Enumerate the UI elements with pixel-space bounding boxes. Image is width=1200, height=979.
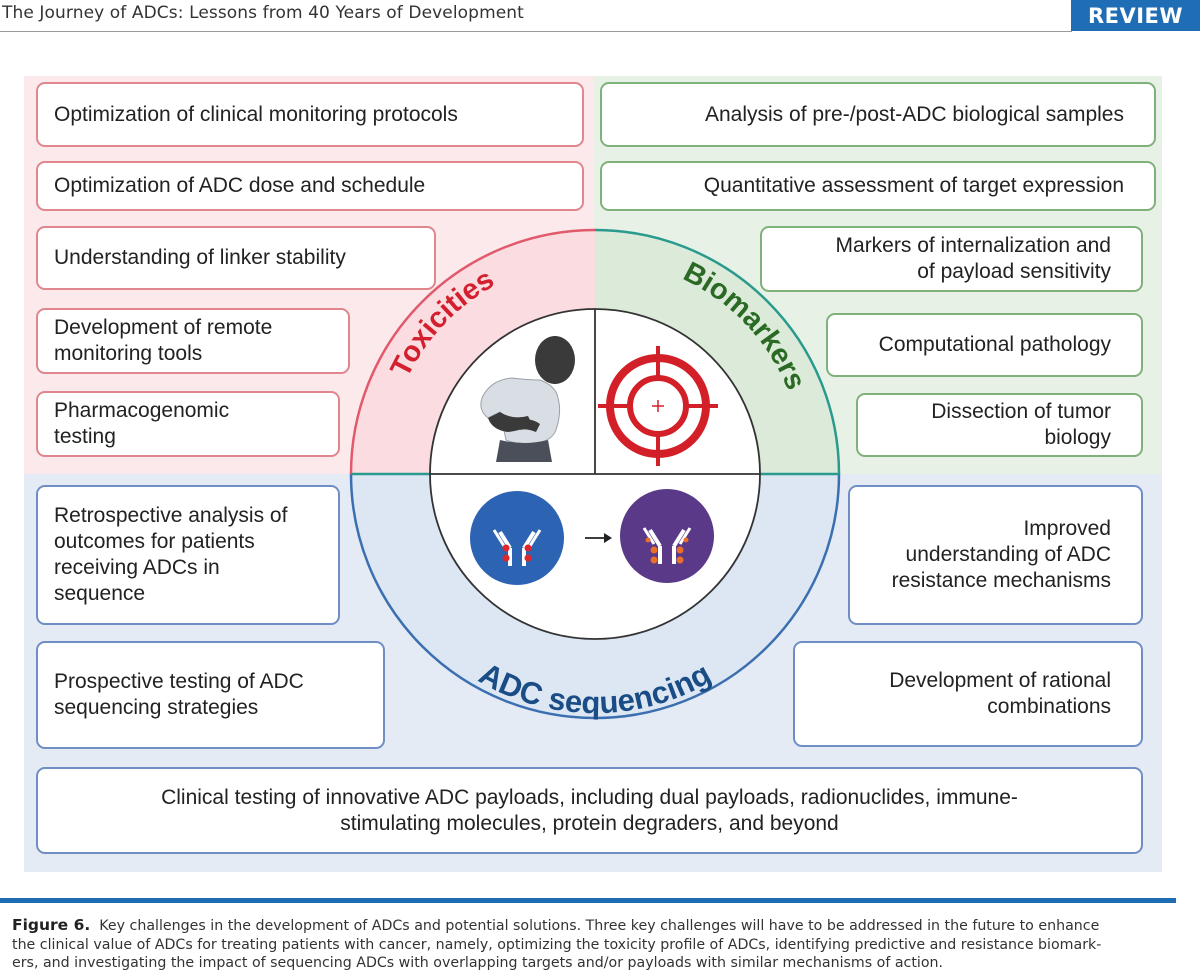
patient-abdominal-pain-icon [480, 336, 575, 462]
figure-label: Figure 6. [12, 916, 91, 934]
toxicities-item-pharmacogenomic: Pharmacogenomic testing [36, 391, 340, 457]
sequencing-item-combinations: Development of rational combinations [793, 641, 1143, 747]
sequencing-item-prospective: Prospective testing of ADC sequencing st… [36, 641, 385, 749]
target-crosshair-icon [598, 346, 718, 466]
biomarkers-item-target-expression: Quantitative assessment of target expres… [600, 161, 1156, 211]
sequencing-item-resistance: Improved understanding of ADC resistance… [848, 485, 1143, 625]
caption-line-1: Key challenges in the development of ADC… [99, 918, 1100, 934]
arrow-right-icon [585, 533, 612, 543]
header-rule [0, 31, 1072, 32]
antibody-cell-resistant-icon [620, 489, 714, 583]
sequencing-item-retrospective: Retrospective analysis of outcomes for p… [36, 485, 340, 625]
toxicities-item-remote-monitoring: Development of remote monitoring tools [36, 308, 350, 374]
biomarkers-item-biological-samples: Analysis of pre-/post-ADC biological sam… [600, 82, 1156, 147]
biomarkers-item-tumor-biology: Dissection of tumor biology [856, 393, 1143, 457]
caption-line-3: ers, and investigating the impact of seq… [12, 955, 944, 971]
antibody-cell-icon [470, 491, 564, 585]
biomarkers-item-computational-pathology: Computational pathology [826, 313, 1143, 377]
figure-caption: Figure 6. Key challenges in the developm… [12, 916, 1187, 973]
review-badge: REVIEW [1071, 0, 1200, 31]
biomarkers-item-internalization: Markers of internalization and of payloa… [760, 226, 1143, 292]
caption-rule [0, 898, 1176, 903]
toxicities-item-monitoring-protocols: Optimization of clinical monitoring prot… [36, 82, 584, 147]
toxicities-item-dose-schedule: Optimization of ADC dose and schedule [36, 161, 584, 211]
caption-line-2: the clinical value of ADCs for treating … [12, 936, 1102, 953]
toxicities-item-linker-stability: Understanding of linker stability [36, 226, 436, 290]
journal-running-title: The Journey of ADCs: Lessons from 40 Yea… [2, 3, 524, 23]
sequencing-item-innovative-payloads: Clinical testing of innovative ADC paylo… [36, 767, 1143, 854]
